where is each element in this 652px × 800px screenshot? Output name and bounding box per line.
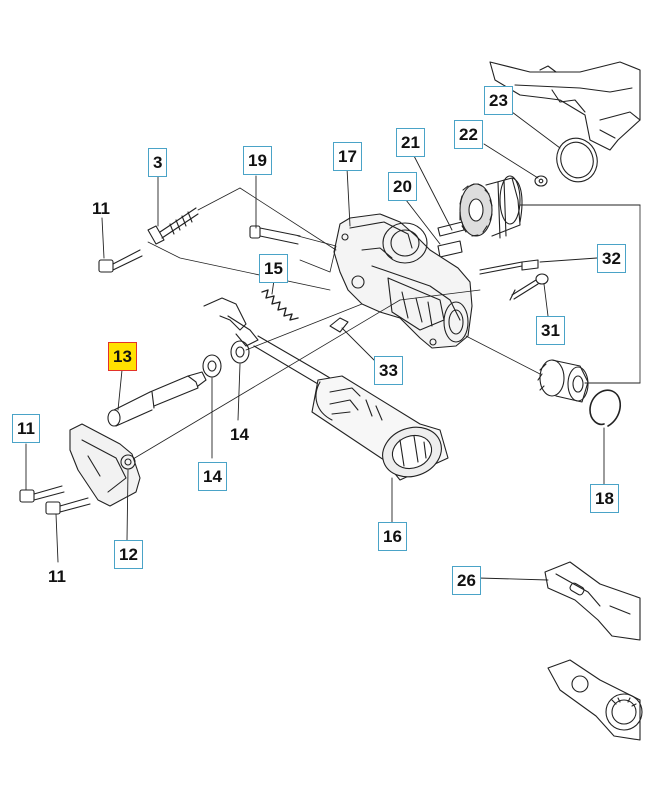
callout-23[interactable]: 23 — [484, 86, 513, 115]
pin-part-19 — [249, 225, 337, 273]
callout-3[interactable]: 3 — [148, 148, 168, 177]
bearing-part — [537, 359, 589, 403]
screw-part-31 — [509, 273, 549, 301]
gear-housing-part — [333, 213, 473, 349]
screw-part-32 — [479, 259, 539, 275]
lever-part — [203, 297, 331, 385]
callout-32[interactable]: 32 — [597, 244, 626, 273]
callout-26[interactable]: 26 — [452, 566, 481, 595]
callout-19[interactable]: 19 — [243, 146, 272, 175]
callout-12[interactable]: 12 — [114, 540, 143, 569]
screw-part-11-bottom-b — [45, 497, 91, 515]
bolt-part-3 — [147, 187, 337, 291]
arm-part-bottom — [547, 659, 643, 741]
callout-13-highlighted[interactable]: 13 — [108, 342, 137, 371]
motor-housing-part — [311, 375, 449, 481]
callout-21[interactable]: 21 — [396, 128, 425, 157]
callout-16[interactable]: 16 — [378, 522, 407, 551]
clip-part-33 — [329, 317, 349, 333]
screw-part-11-bottom-a — [19, 485, 65, 503]
washer-part-22 — [534, 175, 548, 187]
callout-22[interactable]: 22 — [454, 120, 483, 149]
screw-part-11-top — [98, 249, 143, 273]
callout-14-right[interactable]: 14 — [230, 425, 249, 444]
washer-part-14b — [230, 340, 250, 364]
o-ring-part — [556, 137, 598, 183]
callout-11-bottom[interactable]: 11 — [48, 567, 66, 586]
callout-11-top[interactable]: 11 — [92, 199, 110, 218]
end-cover-part-12 — [69, 423, 141, 507]
plate-part-26 — [544, 561, 641, 641]
bevel-gear-part — [459, 175, 523, 239]
washer-part-14a — [202, 354, 222, 378]
callout-11-left[interactable]: 11 — [12, 414, 40, 443]
plate-part-20 — [437, 240, 463, 258]
leader-lines — [25, 111, 605, 581]
callout-33[interactable]: 33 — [374, 356, 403, 385]
spring-part-15 — [261, 289, 299, 321]
shaft-part-13 — [107, 371, 207, 427]
callout-18[interactable]: 18 — [590, 484, 619, 513]
callout-17[interactable]: 17 — [333, 142, 362, 171]
key-part-21 — [437, 221, 465, 237]
snap-ring-part — [589, 389, 621, 427]
callout-14-left[interactable]: 14 — [198, 462, 227, 491]
frame-top-right — [489, 61, 641, 151]
callout-31[interactable]: 31 — [536, 316, 565, 345]
callout-15[interactable]: 15 — [259, 254, 288, 283]
callout-20[interactable]: 20 — [388, 172, 417, 201]
